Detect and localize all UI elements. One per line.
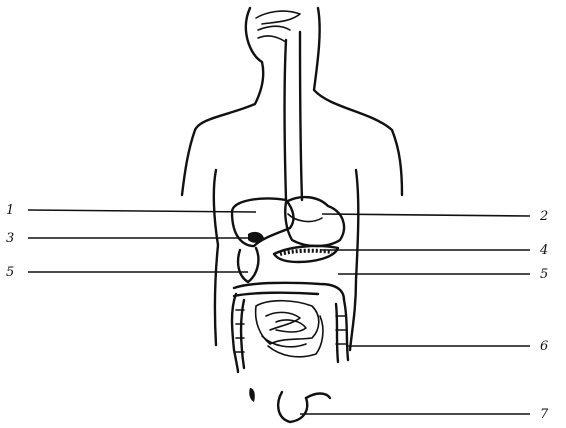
head-outline <box>182 8 402 195</box>
label-5-right: 5 <box>540 267 548 282</box>
label-5-left: 5 <box>6 265 14 280</box>
duodenum <box>238 248 258 282</box>
label-4: 4 <box>539 243 548 258</box>
esophagus <box>285 32 303 200</box>
small-intestine <box>256 301 323 357</box>
rectum <box>278 392 330 422</box>
pancreas <box>274 246 338 262</box>
label-2: 2 <box>539 209 548 224</box>
leader-line-left-1 <box>28 210 256 212</box>
label-6: 6 <box>540 339 548 354</box>
label-3: 3 <box>6 231 14 246</box>
label-1: 1 <box>6 203 14 218</box>
leader-line-right-2 <box>322 214 530 216</box>
large-intestine <box>232 283 348 372</box>
label-7: 7 <box>540 407 549 422</box>
anus <box>249 388 255 402</box>
